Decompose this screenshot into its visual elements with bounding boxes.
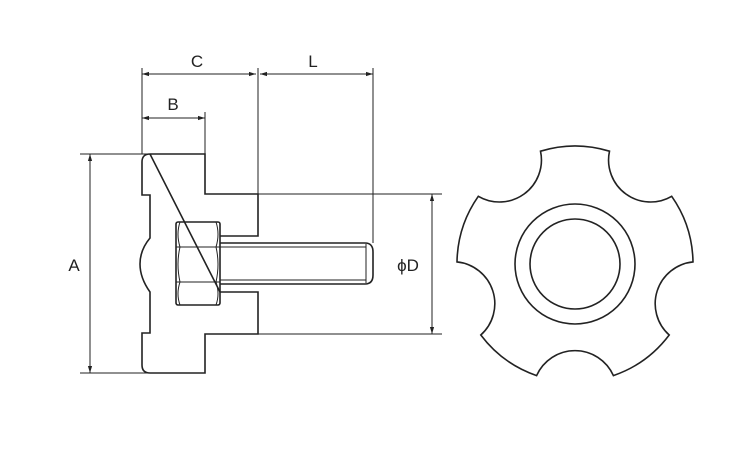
hex-nut — [175, 221, 221, 306]
dimensions: C L B A ϕD — [68, 52, 442, 374]
hub-inner-circle — [529, 218, 621, 310]
label-a: A — [68, 256, 80, 275]
label-b: B — [167, 95, 178, 114]
front-view — [456, 145, 694, 377]
label-d: ϕD — [397, 256, 419, 275]
label-c: C — [191, 52, 203, 71]
knob-body-outline — [139, 153, 259, 374]
label-l: L — [308, 52, 317, 71]
side-view — [139, 153, 374, 374]
hub-outer-circle — [514, 203, 636, 325]
lobed-knob-outline — [456, 145, 694, 377]
threaded-stud — [220, 242, 374, 285]
